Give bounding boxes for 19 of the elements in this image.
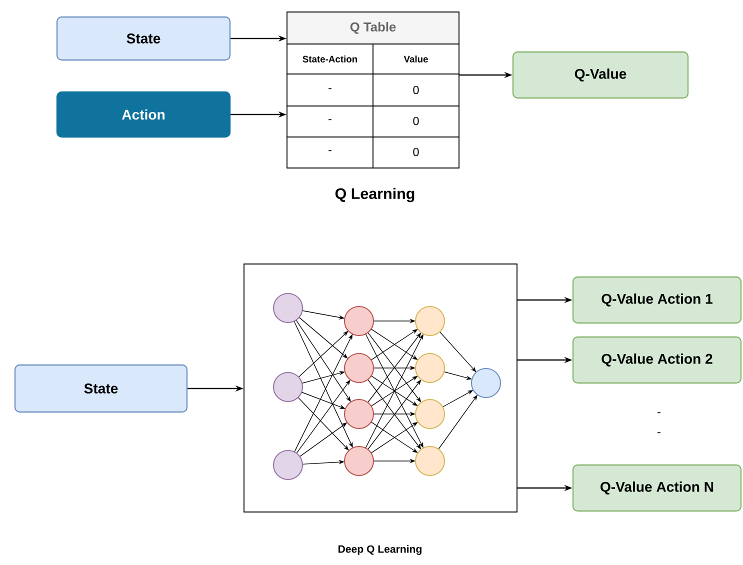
table-cell: 0 xyxy=(413,86,419,94)
table-cell: State-Action xyxy=(302,56,358,62)
node-label: Q Learning xyxy=(335,188,414,202)
table-cell: Value xyxy=(404,56,428,62)
output-box: Q-Value xyxy=(512,51,689,99)
node-label: Deep Q Learning xyxy=(338,545,422,555)
table-cell: - xyxy=(328,119,332,120)
input-box: Action xyxy=(56,91,231,138)
table-cell: - xyxy=(328,88,332,90)
ellipsis-dot: - xyxy=(658,412,660,414)
ellipsis-dot: - xyxy=(658,432,660,434)
table-cell: 0 xyxy=(413,148,419,156)
output-box: Q-Value Action N xyxy=(572,464,742,512)
table-cell: 0 xyxy=(413,116,419,126)
input-box: State xyxy=(14,364,188,413)
output-box: Q-Value Action 1 xyxy=(572,276,742,324)
input-box: State xyxy=(56,16,231,61)
output-box: Q-Value Action 2 xyxy=(572,336,742,384)
table-cell: - xyxy=(328,150,332,152)
